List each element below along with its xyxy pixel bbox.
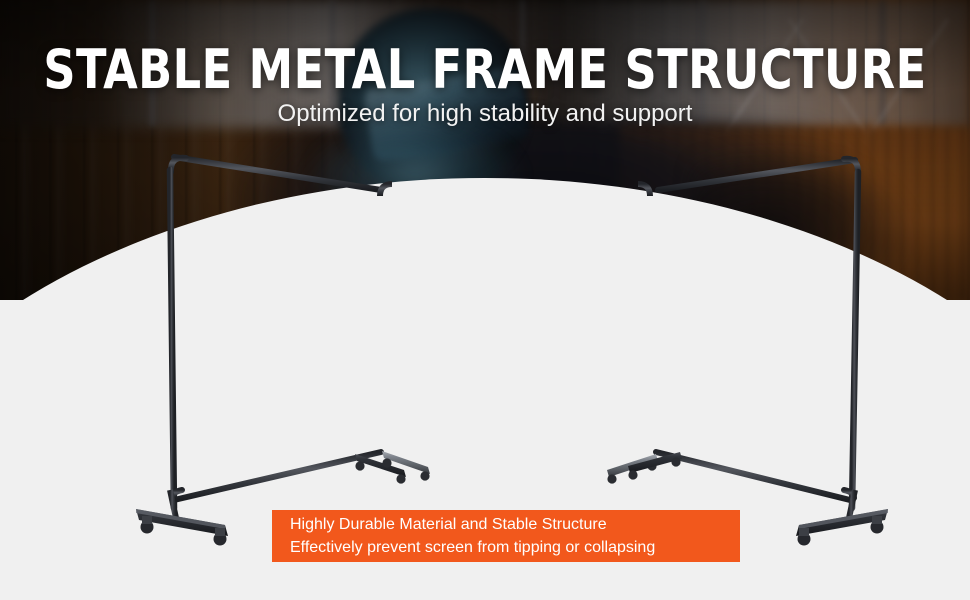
- window-mullion: [880, 0, 885, 126]
- window-mullion: [700, 0, 705, 126]
- caster-bracket: [799, 528, 809, 536]
- caster-wheel: [671, 457, 681, 467]
- callout-line-1: Highly Durable Material and Stable Struc…: [290, 516, 607, 533]
- caster-wheel: [355, 461, 365, 471]
- foot-bar-light: [382, 451, 430, 474]
- caster-wheel: [396, 474, 406, 484]
- page-title: STABLE METAL FRAME STRUCTURE: [43, 38, 927, 101]
- foot-bar-left-highlight: [136, 509, 225, 529]
- base-foot-right: [796, 489, 888, 546]
- caster-bracket: [872, 516, 882, 524]
- frame-panel-right: [653, 155, 862, 512]
- caster-wheel: [382, 458, 392, 468]
- caster-wheel: [420, 471, 430, 481]
- window-mullion: [520, 0, 525, 126]
- caster-wheel: [607, 474, 617, 484]
- foot-connector-left: [167, 489, 179, 519]
- frame-panel-left: [166, 154, 384, 512]
- callout-line-2: Effectively prevent screen from tipping …: [290, 539, 656, 556]
- window-mullion: [150, 0, 155, 126]
- foot-bar-right-highlight: [799, 509, 888, 529]
- frame-panel-middle: [376, 181, 654, 456]
- vertical-post-left-outer: [166, 166, 178, 512]
- window-mullion: [330, 0, 335, 126]
- base-foot-left: [136, 489, 228, 546]
- top-rail-left: [171, 154, 384, 193]
- caster-bracket: [142, 516, 152, 524]
- foot-bar: [628, 452, 682, 473]
- page-subtitle: Optimized for high stability and support: [277, 100, 693, 127]
- base-foot-middle-right: [607, 452, 682, 484]
- base-foot-middle-left: [355, 451, 430, 484]
- foot-bar: [355, 454, 406, 477]
- top-rail-right: [655, 157, 858, 193]
- bottom-rail-right: [653, 449, 853, 503]
- feature-callout-banner: Highly Durable Material and Stable Struc…: [272, 510, 740, 562]
- foot-connector-right: [846, 489, 858, 519]
- caster-bracket: [215, 528, 225, 536]
- bottom-rail-left: [171, 449, 384, 503]
- vertical-post-right-outer: [848, 168, 862, 512]
- caster-wheel: [628, 470, 638, 480]
